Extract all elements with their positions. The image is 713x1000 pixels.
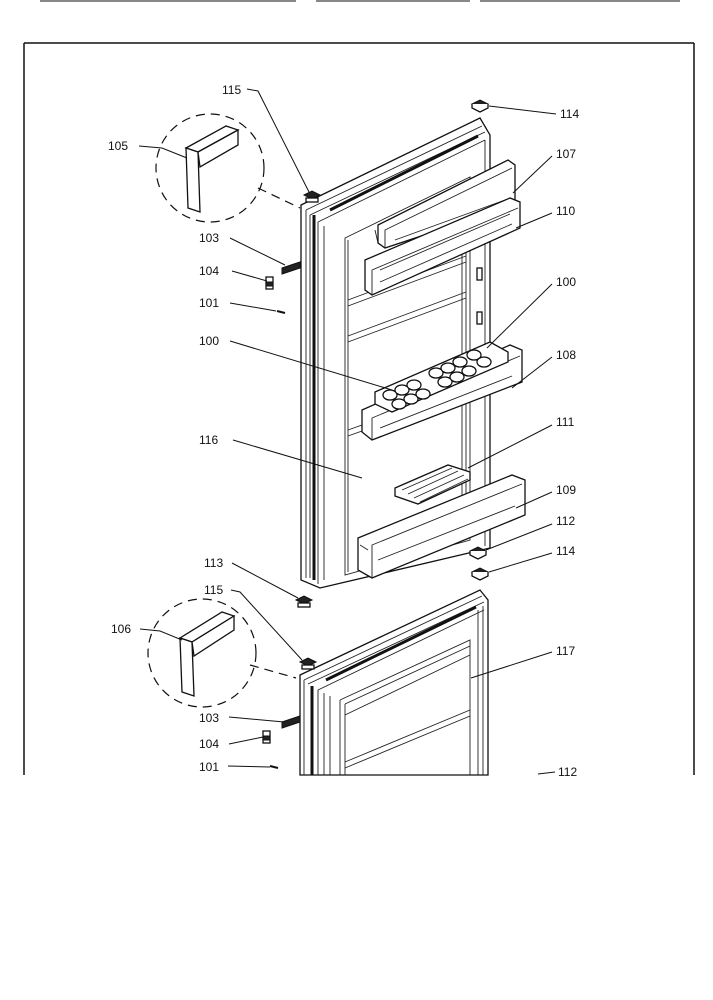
callout-110: 110 xyxy=(556,204,575,218)
blank-lower-area xyxy=(0,776,713,1000)
callout-109: 109 xyxy=(556,483,576,497)
callout-106: 106 xyxy=(111,622,131,636)
pin-115-lower xyxy=(298,657,318,670)
callout-111: 111 xyxy=(556,415,575,429)
callout-100-left: 100 xyxy=(199,334,219,348)
strip-103-top xyxy=(281,261,301,275)
clip-104-top xyxy=(265,276,274,290)
screw-101-lower xyxy=(269,765,279,769)
hinge-113 xyxy=(294,595,314,608)
screw-101-top xyxy=(276,310,286,314)
callout-117: 117 xyxy=(556,644,575,658)
egg-tray-100 xyxy=(374,341,509,413)
tray-111 xyxy=(394,464,471,505)
callout-114-lower: 114 xyxy=(556,544,575,558)
bushing-114-top xyxy=(470,99,490,113)
callout-116: 116 xyxy=(199,433,218,447)
callout-labels: 115 114 105 107 110 103 104 100 101 100 … xyxy=(108,83,579,779)
leader-lines xyxy=(138,88,557,775)
door-shelf-109 xyxy=(357,474,526,579)
pin-115-top xyxy=(302,190,322,203)
callout-107: 107 xyxy=(556,147,576,161)
callout-115-top: 115 xyxy=(222,83,241,97)
callout-112-bottom: 112 xyxy=(558,765,577,779)
callout-100-right: 100 xyxy=(556,275,576,289)
lower-door xyxy=(299,589,489,776)
strip-103-lower xyxy=(281,715,301,729)
callout-115-lower: 115 xyxy=(204,583,223,597)
detail-circle-106 xyxy=(147,598,297,708)
callout-108: 108 xyxy=(556,348,576,362)
callout-114-top: 114 xyxy=(560,107,579,121)
clip-104-lower xyxy=(262,730,271,744)
callout-103-lower: 103 xyxy=(199,711,219,725)
callout-104-lower: 104 xyxy=(199,737,219,751)
callout-104-top: 104 xyxy=(199,264,219,278)
diagram-frame xyxy=(23,42,695,775)
callout-101-lower: 101 xyxy=(199,760,219,774)
callout-101-top: 101 xyxy=(199,296,219,310)
callout-103-top: 103 xyxy=(199,231,219,245)
callout-105: 105 xyxy=(108,139,128,153)
callout-113: 113 xyxy=(204,556,223,570)
door-shelf-110 xyxy=(364,197,521,296)
bushing-114-lower xyxy=(470,567,490,581)
callout-112-mid: 112 xyxy=(556,514,575,528)
bushing-112 xyxy=(468,546,488,560)
detail-circle-105 xyxy=(155,113,301,223)
